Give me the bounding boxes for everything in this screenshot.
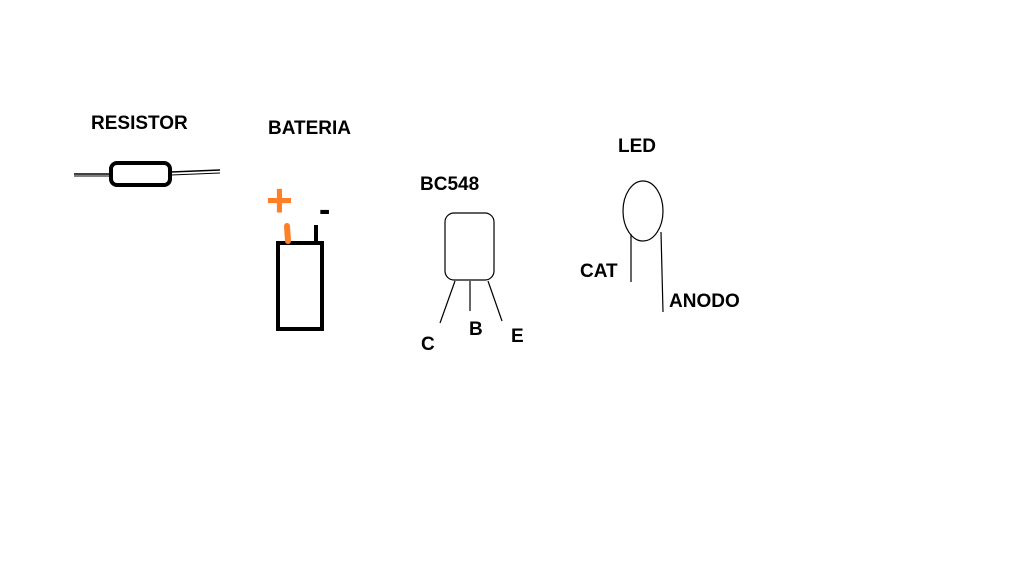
led-symbol xyxy=(622,180,664,313)
battery-minus-sign: - xyxy=(319,191,331,229)
battery-positive-terminal xyxy=(284,223,291,244)
resistor-body xyxy=(109,161,172,187)
transistor-label: BC548 xyxy=(420,174,480,195)
transistor-lead-collector xyxy=(439,280,456,324)
led-cathode-label: CAT xyxy=(580,261,618,282)
transistor-symbol xyxy=(439,212,503,324)
battery-label: BATERIA xyxy=(268,118,352,139)
transistor-body xyxy=(444,212,495,281)
led-body xyxy=(622,180,664,242)
transistor-base-label: B xyxy=(469,319,483,340)
led-label: LED xyxy=(618,136,656,157)
battery-plus-sign: + xyxy=(266,174,293,226)
battery-symbol xyxy=(276,223,324,331)
led-lead-anode xyxy=(660,231,664,313)
resistor-label: RESISTOR xyxy=(91,113,188,134)
resistor-symbol xyxy=(74,161,221,187)
resistor-lead-right-2 xyxy=(170,172,221,176)
transistor-lead-emitter xyxy=(487,280,503,322)
transistor-collector-label: C xyxy=(421,334,435,355)
led-anode-label: ANODO xyxy=(669,291,740,312)
transistor-emitter-label: E xyxy=(511,326,524,347)
battery-body xyxy=(276,241,324,331)
resistor-lead-right xyxy=(170,169,221,173)
